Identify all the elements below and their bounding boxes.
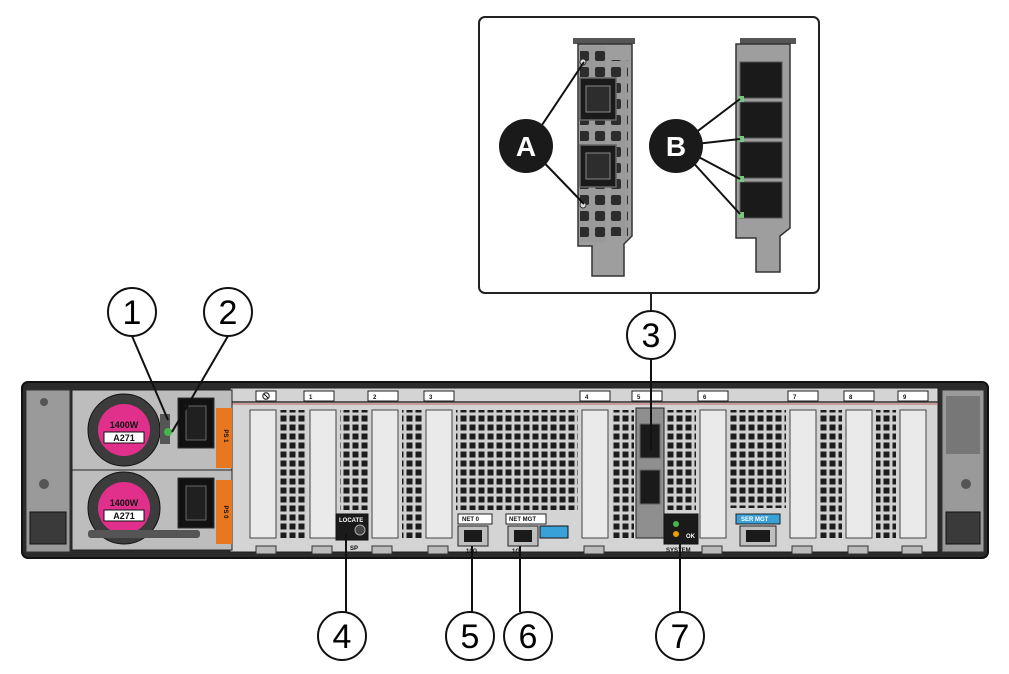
svg-text:OK: OK	[686, 534, 696, 540]
ser-mgt-port: SER MGT	[735, 513, 781, 547]
inset-box: A B	[478, 16, 820, 312]
svg-text:1: 1	[309, 395, 313, 401]
svg-text:NET MGT: NET MGT	[509, 517, 536, 523]
net-mgt-port: NET MGT 1G	[505, 513, 569, 555]
svg-text:4: 4	[333, 618, 352, 656]
slot-label-1: 1	[303, 390, 335, 402]
callout-a-badge: A	[499, 61, 585, 205]
no-entry-icon	[255, 390, 277, 402]
callout-lines	[131, 335, 681, 612]
slot-label-5: 5	[631, 390, 663, 402]
psu0-model: A271	[113, 511, 135, 521]
svg-text:5: 5	[461, 618, 480, 656]
svg-text:7: 7	[793, 395, 797, 401]
svg-text:2: 2	[373, 395, 377, 401]
callout-5: 5	[445, 611, 495, 661]
sp-label: SP	[350, 546, 358, 552]
ps0-label: PS 0	[222, 505, 228, 519]
slot-label-6: 6	[697, 390, 729, 402]
callout-3: 3	[626, 310, 676, 360]
power-supply-0: PS 0 1400W A271	[71, 469, 233, 551]
pcie-card-b	[735, 38, 796, 273]
callout-4: 4	[317, 611, 367, 661]
svg-text:1G: 1G	[512, 549, 520, 555]
svg-text:5: 5	[637, 395, 641, 401]
svg-text:SYSTEM: SYSTEM	[666, 548, 691, 554]
svg-text:3: 3	[429, 395, 433, 401]
svg-text:9: 9	[903, 395, 907, 401]
callout-1: 1	[107, 287, 157, 337]
pcie-slots: 1 2 3 4 5 6 7 8 9	[249, 390, 929, 555]
svg-text:4: 4	[585, 395, 589, 401]
svg-text:6: 6	[519, 618, 538, 656]
badge-b-label: B	[666, 131, 686, 162]
psu0-wattage: 1400W	[110, 498, 139, 508]
slot-label-7: 7	[787, 390, 819, 402]
svg-text:7: 7	[671, 618, 690, 656]
svg-text:NET 0: NET 0	[462, 517, 480, 523]
psu1-status-led	[164, 428, 172, 436]
svg-text:3: 3	[642, 317, 661, 355]
callout-b-badge: B	[649, 98, 741, 215]
svg-text:6: 6	[703, 395, 707, 401]
system-status-panel: OK SYSTEM	[663, 513, 699, 554]
locate-button: LOCATE SP	[335, 513, 369, 552]
psu1-wattage: 1400W	[110, 420, 139, 430]
svg-text:2: 2	[219, 294, 238, 332]
callout-2: 2	[203, 287, 253, 337]
ps1-label: PS 1	[222, 429, 228, 443]
power-supply-1: PS 1 1400W A271	[71, 389, 233, 471]
svg-text:1: 1	[123, 294, 142, 332]
callout-6: 6	[503, 611, 553, 661]
slot-label-3: 3	[423, 390, 455, 402]
slot-label-9: 9	[897, 390, 929, 402]
slot-label-2: 2	[367, 390, 399, 402]
pcie-card-a	[573, 38, 635, 277]
svg-text:8: 8	[849, 395, 853, 401]
psu1-model: A271	[113, 433, 135, 443]
slot-label-8: 8	[843, 390, 875, 402]
badge-a-label: A	[516, 131, 536, 162]
callout-7: 7	[655, 611, 705, 661]
svg-text:LOCATE: LOCATE	[339, 518, 363, 524]
net0-port: NET 0 10G	[457, 513, 493, 555]
svg-text:SER MGT: SER MGT	[741, 517, 769, 523]
slot-label-4: 4	[579, 390, 611, 402]
